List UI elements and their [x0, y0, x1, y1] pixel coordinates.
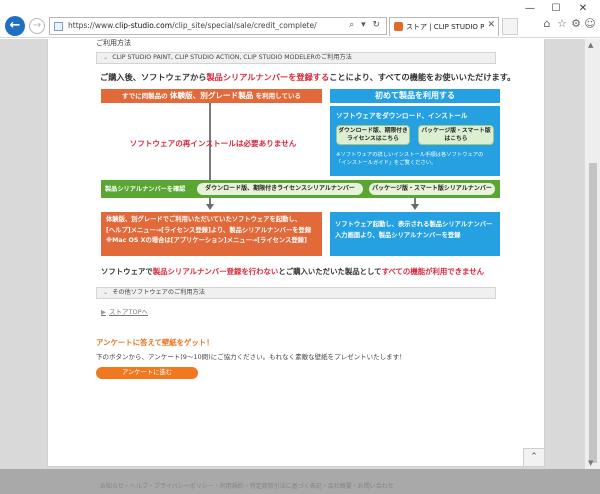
pill-download-serial: ダウンロード版、期限付きライセンスシリアルナンバー [197, 183, 363, 195]
new-step-1: ソフトウェア起動し、表示される製品シリアルナンバー [335, 221, 493, 228]
footer-strip: お知らせ・ヘルプ・プライバシーポリシー・利用規約・特定商取引法に基づく表記・会社… [0, 469, 600, 494]
store-top-link[interactable]: ▶ストアTOPへ [101, 306, 148, 316]
survey-title: アンケートに答えて壁紙をゲット！ [96, 338, 214, 347]
flow-line-right-lower [414, 198, 416, 205]
tab-title: ストア | CLIP STUDIO PAINT E... [406, 23, 484, 31]
arrow-down-icon [411, 204, 419, 210]
intro-text: ご購入後、ソフトウェアから製品シリアルナンバーを登録することにより、すべての機能… [100, 71, 515, 83]
serial-check-label: 製品シリアルナンバーを確認 [105, 186, 186, 193]
accordion-clip-studio-usage[interactable]: ⌄CLIP STUDIO PAINT, CLIP STUDIO ACTION, … [96, 52, 496, 64]
address-bar[interactable]: https://www.clip-studio.com/clip_site/sp… [49, 17, 387, 35]
home-icon[interactable]: ⌂ [543, 17, 551, 30]
download-license-label-1: ダウンロード版、期限付き [338, 128, 408, 134]
existing-step-mac: ※Mac OS Xの場合は[アプリケーション]メニュー→[ライセンス登録] [106, 237, 307, 244]
warning-highlight-2: すべての機能が利用できません [381, 267, 485, 276]
vertical-scrollbar[interactable]: ▲ ▼ [584, 39, 600, 469]
download-license-label-2: ライセンスはこちら [346, 136, 400, 142]
chevron-up-icon: ⌃ [530, 452, 538, 462]
url-text[interactable]: https://www.clip-studio.com/clip_site/sp… [68, 21, 317, 30]
registration-warning: ソフトウェアで製品シリアルナンバー登録を行わないとご購入いただいた製品としてすべ… [101, 266, 484, 277]
forward-button[interactable]: → [29, 18, 45, 34]
page-viewport: ご利用方法 ⌄CLIP STUDIO PAINT, CLIP STUDIO AC… [0, 39, 584, 469]
survey-button[interactable]: アンケートに進む [96, 367, 198, 379]
intro-highlight: 製品シリアルナンバーを登録する [206, 72, 330, 82]
maximize-button[interactable]: ☐ [551, 3, 561, 14]
install-box: ソフトウェアをダウンロード、インストール ダウンロード版、期限付き ライセンスは… [330, 106, 500, 176]
scroll-down-icon[interactable]: ▼ [588, 459, 594, 467]
url-prefix: https://www. [68, 21, 115, 30]
forward-arrow-icon: → [32, 20, 42, 31]
window-close-button[interactable]: ✕ [578, 3, 588, 14]
tab-clip-studio-store[interactable]: ストア | CLIP STUDIO PAINT E... ✕ [389, 17, 499, 36]
no-reinstall-note: ソフトウェアの再インストールは必要ありません [129, 139, 297, 148]
back-arrow-icon: ← [9, 18, 21, 33]
accordion-other-software[interactable]: ⌄その他ソフトウェアのご利用方法 [96, 287, 496, 299]
pill-package-serial: パッケージ版・スマート版シリアルナンバー [369, 183, 495, 195]
already-using-post: を利用している [253, 92, 301, 100]
scroll-up-icon[interactable]: ▲ [588, 41, 594, 49]
browser-chrome: — ☐ ✕ ← → https://www.clip-studio.com/cl… [0, 0, 600, 38]
package-smart-label-2: はこちら [444, 136, 468, 142]
install-note-line-1: ※ソフトウェアの詳しいインストール手順は各ソフトウェアの [336, 152, 484, 158]
intro-post: ことにより、すべての機能をお使いいただけます。 [329, 72, 516, 82]
chevron-down-icon: ⌄ [103, 54, 109, 61]
tab-close-icon[interactable]: ✕ [487, 20, 495, 30]
existing-step-1: 体験版、別グレードでご利用いただいていたソフトウェアを起動し、 [106, 216, 302, 223]
serial-number-bar: 製品シリアルナンバーを確認 ダウンロード版、期限付きライセンスシリアルナンバー … [101, 180, 500, 198]
survey-description: 下のボタンから、アンケート(9〜10問)にご協力ください。もれなく素敵な壁紙をプ… [96, 353, 406, 361]
scrollbar-thumb[interactable] [589, 163, 597, 463]
already-using-header: すでに同製品の 体験版、別グレード製品 を利用している [101, 89, 322, 103]
register-existing-steps: 体験版、別グレードでご利用いただいていたソフトウェアを起動し、 [ヘルプ]メニュ… [101, 212, 322, 256]
url-domain: clip-studio.com [114, 21, 173, 30]
arrow-down-icon [206, 204, 214, 210]
new-step-2: 入力画面より、製品シリアルナンバーを登録 [335, 231, 461, 239]
back-button[interactable]: ← [5, 16, 25, 36]
register-new-steps: ソフトウェア起動し、表示される製品シリアルナンバー 入力画面より、製品シリアルナ… [330, 212, 500, 256]
flow-line-left-lower [209, 198, 211, 205]
install-note-line-2: 「インストールガイド」をご覧ください。 [336, 160, 437, 166]
download-license-button[interactable]: ダウンロード版、期限付き ライセンスはこちら [336, 125, 410, 145]
accordion-label: CLIP STUDIO PAINT, CLIP STUDIO ACTION, C… [112, 54, 352, 61]
url-path: /clip_site/special/sale/credit_complete/ [172, 21, 317, 30]
feedback-smiley-icon[interactable]: ☺ [584, 17, 596, 30]
new-tab-button[interactable] [502, 18, 518, 35]
triangle-right-icon: ▶ [101, 308, 106, 316]
usage-section-title: ご利用方法 [96, 39, 131, 47]
footer-links-text: お知らせ・ヘルプ・プライバシーポリシー・利用規約・特定商取引法に基づく表記・会社… [100, 483, 394, 490]
chevron-down-icon: ⌄ [103, 289, 109, 296]
existing-step-2: [ヘルプ]メニュー→[ライセンス登録]より、製品シリアルナンバーを登録 [106, 226, 312, 234]
intro-pre: ご購入後、ソフトウェアから [100, 72, 207, 82]
first-time-header: 初めて製品を利用する [330, 89, 500, 103]
already-using-products: 体験版、別グレード製品 [169, 91, 254, 100]
package-smart-label-1: パッケージ版・スマート版 [421, 128, 491, 134]
warning-pre: ソフトウェアで [101, 267, 153, 276]
favorites-star-icon[interactable]: ☆ [557, 17, 567, 30]
install-guide-note: ※ソフトウェアの詳しいインストール手順は各ソフトウェアの 「インストールガイド」… [336, 151, 496, 167]
site-favicon-icon [394, 22, 403, 31]
address-search-refresh-icons[interactable]: ⌕ ▾ ↻ [349, 20, 382, 30]
page-icon [54, 22, 63, 31]
warning-mid: とご購入いただいた製品として [278, 267, 382, 276]
package-smart-button[interactable]: パッケージ版・スマート版 はこちら [418, 125, 494, 145]
settings-gear-icon[interactable]: ⚙ [571, 17, 581, 30]
install-title: ソフトウェアをダウンロード、インストール [336, 112, 468, 120]
store-top-label: ストアTOPへ [109, 308, 149, 316]
warning-highlight-1: 製品シリアルナンバー登録を行わない [152, 267, 279, 276]
already-using-pre: すでに同製品の [122, 92, 170, 100]
content-panel: ご利用方法 ⌄CLIP STUDIO PAINT, CLIP STUDIO AC… [47, 39, 545, 467]
minimize-button[interactable]: — [525, 3, 535, 14]
flow-line-left [209, 103, 211, 180]
accordion-other-label: その他ソフトウェアのご利用方法 [112, 289, 205, 296]
scroll-to-top-button[interactable]: ⌃ [523, 448, 545, 467]
